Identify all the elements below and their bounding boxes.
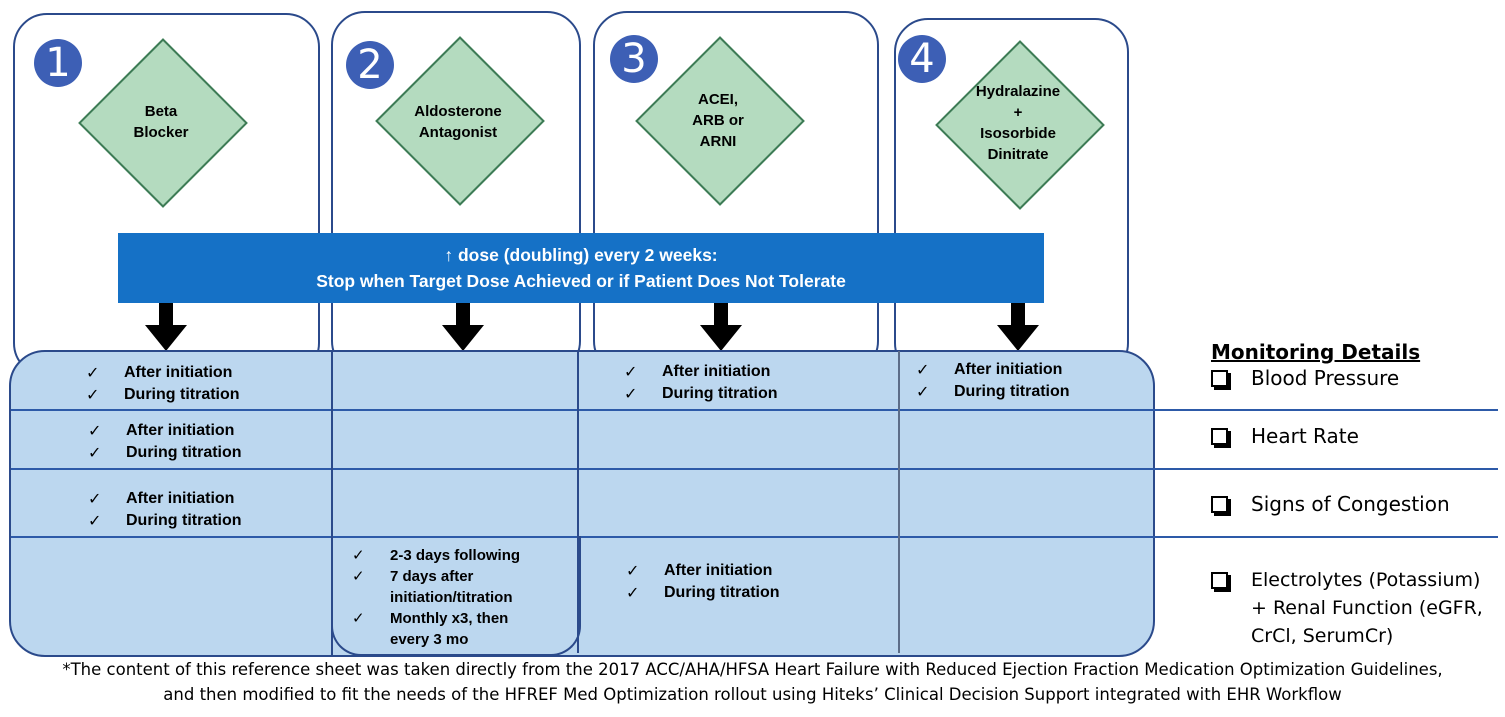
drug-label-aldosterone-antagonist: Aldosterone Antagonist xyxy=(414,103,502,141)
drug-label-acei-arb-arni: ACEI, ARB or ARNI xyxy=(692,90,744,150)
checklist-congestion-step1: ✓ After initiation ✓ During titration xyxy=(88,488,242,532)
drug-label-beta-blocker: Beta Blocker xyxy=(133,103,189,141)
footnote-line-1: *The content of this reference sheet was… xyxy=(62,660,1443,679)
row-divider xyxy=(11,468,1498,470)
monitoring-grid xyxy=(9,350,1155,657)
checkbox-icon xyxy=(1211,496,1228,513)
monitor-item-blood-pressure: Blood Pressure xyxy=(1211,364,1399,393)
step-number-1: 1 xyxy=(34,39,82,87)
titration-banner: ↑ dose (doubling) every 2 weeks: Stop wh… xyxy=(118,233,1044,303)
check-label: After initiation xyxy=(126,490,235,507)
banner-line-1: dose (doubling) every 2 weeks: xyxy=(457,245,718,265)
monitor-item-electrolytes: Electrolytes (Potassium) + Renal Functio… xyxy=(1211,566,1483,650)
checkbox-icon xyxy=(1211,370,1228,387)
check-icon: ✓ xyxy=(88,489,102,508)
checklist-bp-step4: ✓ After initiation ✓ During titration xyxy=(916,359,1070,403)
row-divider xyxy=(11,536,1498,538)
monitor-item-label: Blood Pressure xyxy=(1251,366,1400,390)
check-icon: ✓ xyxy=(916,360,930,379)
check-label: Monthly x3, then every 3 mo xyxy=(390,610,509,648)
check-icon: ✓ xyxy=(624,362,638,381)
check-icon: ✓ xyxy=(86,363,100,382)
monitor-item-congestion: Signs of Congestion xyxy=(1211,490,1450,519)
checkbox-icon xyxy=(1211,428,1228,445)
check-label: 7 days after initiation/titration xyxy=(390,568,513,606)
step-number-4: 4 xyxy=(898,35,946,83)
check-label: During titration xyxy=(124,386,240,403)
check-icon: ✓ xyxy=(352,567,365,585)
check-icon: ✓ xyxy=(626,583,640,602)
check-label: During titration xyxy=(126,444,242,461)
check-label: During titration xyxy=(664,584,780,601)
check-icon: ✓ xyxy=(352,546,365,564)
check-icon: ✓ xyxy=(88,421,102,440)
monitor-item-label: Heart Rate xyxy=(1251,424,1359,448)
column-divider xyxy=(331,351,333,655)
down-arrow-icon xyxy=(442,303,484,351)
column-divider xyxy=(898,351,900,653)
checklist-hr-step1: ✓ After initiation ✓ During titration xyxy=(88,420,242,464)
banner-line-2: Stop when Target Dose Achieved or if Pat… xyxy=(316,271,846,291)
monitor-item-label: Signs of Congestion xyxy=(1251,492,1450,516)
check-icon: ✓ xyxy=(352,609,365,627)
checklist-bp-step3: ✓ After initiation ✓ During titration xyxy=(624,361,778,405)
monitor-item-heart-rate: Heart Rate xyxy=(1211,422,1359,451)
up-arrow-icon: ↑ xyxy=(444,245,454,265)
step-number-3: 3 xyxy=(610,35,658,83)
check-icon: ✓ xyxy=(916,382,930,401)
checklist-electrolytes-step2: ✓ 2-3 days following ✓ 7 days after initia… xyxy=(352,545,520,650)
check-label: After initiation xyxy=(126,422,235,439)
check-label: During titration xyxy=(126,512,242,529)
row-divider xyxy=(11,409,1498,411)
check-label: 2-3 days following xyxy=(390,547,521,564)
step2-electrolytes-cell xyxy=(331,536,581,656)
down-arrow-icon xyxy=(700,303,742,351)
down-arrow-icon xyxy=(145,303,187,351)
drug-label-hydralazine: Hydralazine + Isosorbide Dinitrate xyxy=(975,83,1061,163)
monitor-item-label: Electrolytes (Potassium) + Renal Functio… xyxy=(1251,569,1483,647)
down-arrow-icon xyxy=(997,303,1039,351)
check-label: During titration xyxy=(662,385,778,402)
checklist-electrolytes-step3: ✓ After initiation ✓ During titration xyxy=(626,560,780,604)
checkbox-icon xyxy=(1211,572,1228,589)
footnote-line-2: and then modified to fit the needs of th… xyxy=(163,685,1342,704)
check-label: After initiation xyxy=(662,363,771,380)
check-icon: ✓ xyxy=(86,385,100,404)
check-icon: ✓ xyxy=(88,511,102,530)
checklist-bp-step1: ✓ After initiation ✓ During titration xyxy=(86,362,240,406)
column-divider xyxy=(577,351,579,653)
monitoring-details-title: Monitoring Details xyxy=(1211,340,1421,364)
check-label: After initiation xyxy=(954,361,1063,378)
step-number-2: 2 xyxy=(346,41,394,89)
check-label: After initiation xyxy=(124,364,233,381)
check-icon: ✓ xyxy=(626,561,640,580)
check-icon: ✓ xyxy=(88,443,102,462)
check-label: After initiation xyxy=(664,562,773,579)
check-icon: ✓ xyxy=(624,384,638,403)
check-label: During titration xyxy=(954,383,1070,400)
